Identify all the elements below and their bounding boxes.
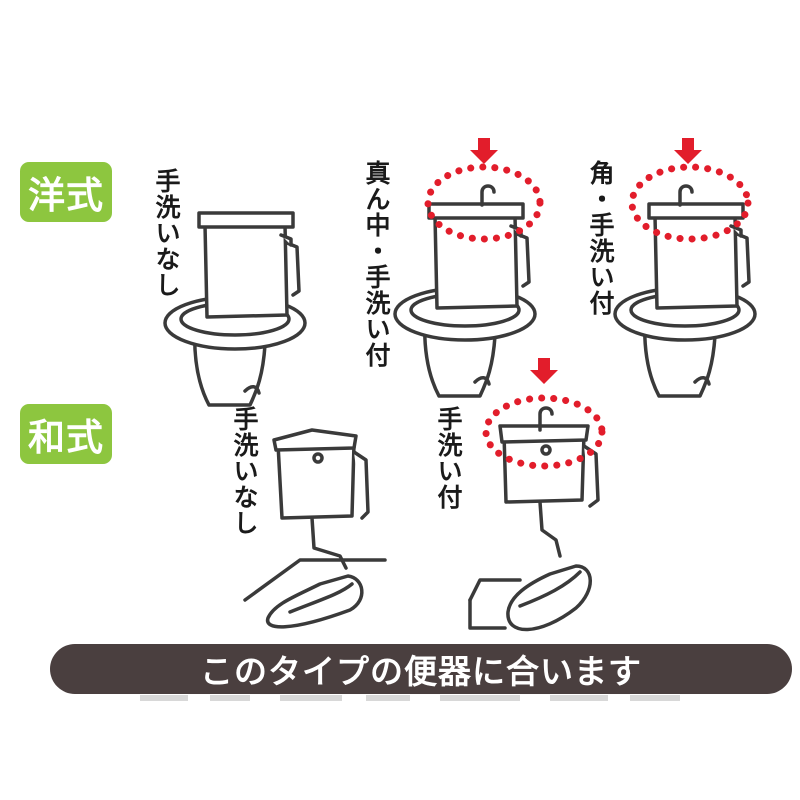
corner-faucet — [678, 184, 694, 207]
japanese-highlight — [482, 394, 606, 470]
center-arrow — [470, 138, 498, 164]
corner-arrow — [674, 138, 702, 164]
label-western-corner-handwash: 角・手洗い付 — [586, 160, 615, 316]
western-corner-handwash-toilet — [613, 202, 757, 398]
japanese-arrow — [530, 358, 558, 384]
label-japanese-handwash: 手洗い付 — [434, 406, 463, 510]
label-western-center-handwash: 真ん中・手洗い付 — [362, 160, 391, 368]
western-badge: 洋式 — [20, 162, 112, 222]
compatibility-banner: このタイプの便器に合います — [50, 644, 792, 694]
center-highlight — [424, 163, 544, 243]
center-faucet — [480, 184, 496, 207]
japanese-no-handwash-toilet — [243, 428, 387, 629]
label-western-no-handwash: 手洗いなし — [152, 168, 181, 298]
label-japanese-no-handwash: 手洗いなし — [230, 406, 259, 536]
western-no-handwash-toilet — [163, 211, 307, 407]
corner-highlight — [628, 163, 752, 243]
cropped-text-row — [140, 695, 680, 701]
japanese-badge: 和式 — [20, 404, 112, 464]
western-center-handwash-toilet — [393, 202, 537, 398]
japanese-handwash-toilet — [468, 406, 600, 632]
